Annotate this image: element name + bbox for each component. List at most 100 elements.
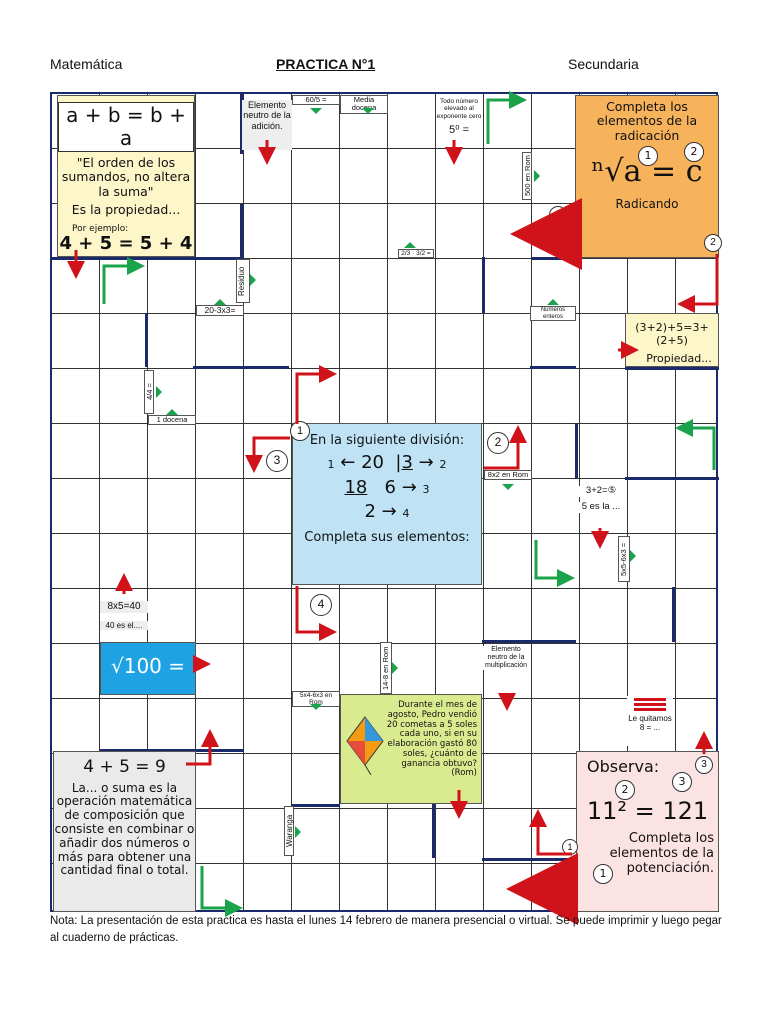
grid-wall <box>432 804 435 858</box>
clue-neutro-adicion: Elemento neutro de la adición. <box>242 100 292 150</box>
division-row-3: 2 → 4 <box>364 501 410 523</box>
conmutativa-prompt: Es la propiedad... <box>71 202 181 218</box>
division-marker-1: 1 <box>327 457 335 471</box>
clue-exponente-cero: Todo número elevado al exponente cero <box>436 98 482 121</box>
conmutativa-example-label: Por ejemplo: <box>72 223 129 234</box>
arrows-layer <box>67 91 719 925</box>
panel-pedro-problema: Durante el mes de agosto, Pedro vendió 2… <box>340 694 482 804</box>
grid-wall <box>100 749 196 751</box>
triangle-down-icon <box>362 108 374 114</box>
potencia-marker-2: 2 <box>615 780 635 800</box>
triangle-up-icon <box>547 299 559 305</box>
clue-cinco-cero: 5⁰ = <box>436 124 482 137</box>
arrow-turn-icon <box>295 586 337 641</box>
arrow-turn-icon <box>186 729 219 766</box>
radicacion-label: Radicando <box>615 196 679 211</box>
grid-wall <box>240 94 243 154</box>
conmutativa-example: 4 + 5 = 5 + 4 <box>59 232 193 254</box>
subject-label: Matemática <box>50 56 123 72</box>
potencia-marker-1: 1 <box>593 864 613 884</box>
clue-fraccion: 2/3 · 3/2 = <box>398 249 434 259</box>
pot-marker-3: 3 <box>695 756 713 774</box>
potencia-title: Observa: <box>587 757 660 776</box>
arrow-green-turn-icon <box>534 540 575 587</box>
clue-60-5: 60/5 = <box>292 95 340 106</box>
triangle-right-icon <box>630 550 636 562</box>
grid-wall <box>240 204 243 259</box>
clue-20-3x3: 20-3x3= <box>196 305 244 317</box>
conmutativa-quote: "El orden de los sumandos, no altera la … <box>61 155 191 199</box>
potencia-text: Completa los elementos de la potenciació… <box>609 830 714 876</box>
clue-3-mas-2: 3+2=⑤ <box>577 485 625 497</box>
triangle-right-icon <box>156 386 162 398</box>
arrow-green-turn-icon <box>200 866 243 917</box>
arrow-turn-icon <box>529 809 572 856</box>
panel-suma: 4 + 5 = 9 La... o suma es la operación m… <box>53 751 196 912</box>
division-marker-2: 2 <box>439 457 447 471</box>
triangle-up-icon <box>166 409 178 415</box>
marker-1: 1 <box>290 421 310 441</box>
pedro-text: Durante el mes de agosto, Pedro vendió 2… <box>386 700 477 779</box>
clue-1-docena: 1 docena <box>148 415 196 426</box>
clue-8x2-rom: 8x2 en Rom <box>484 470 532 481</box>
clue-5-es-la: 5 es la ... <box>577 501 625 513</box>
grid-wall <box>196 749 244 752</box>
grid-wall <box>145 313 148 367</box>
grid-wall <box>292 804 340 807</box>
suma-text: La... o suma es la operación matemática … <box>54 780 195 878</box>
sqrt-text: √100 = <box>110 654 186 678</box>
suma-formula: 4 + 5 = 9 <box>83 757 166 777</box>
clue-media-docena: Media docena <box>340 95 388 114</box>
division-marker-4: 4 <box>402 507 410 521</box>
radicacion-marker-2: 2 <box>684 142 704 162</box>
clue-5x4-6x3-rom: 5x4-6x3 en Rom <box>292 691 340 708</box>
arrow-turn-icon <box>245 436 290 473</box>
triangle-down-icon <box>502 484 514 490</box>
kite-icon <box>346 716 384 775</box>
panel-asociativa: (3+2)+5=3+(2+5) Propiedad... <box>625 313 719 367</box>
panel-raiz-100: √100 = <box>100 642 196 695</box>
potencia-formula: 11² = 121 <box>586 797 709 826</box>
radicacion-title: Completa los elementos de la radicación <box>596 99 698 143</box>
division-dividend: 20 <box>361 451 384 473</box>
grid-wall <box>482 640 576 643</box>
division-product: 18 <box>344 476 368 498</box>
page-title: PRACTICA N°1 <box>276 56 376 72</box>
grid-wall <box>625 477 719 480</box>
triangle-right-icon <box>534 170 540 182</box>
division-remainder: 2 <box>364 501 376 523</box>
marker-2: 2 <box>487 432 509 454</box>
division-row-2: 18 6 → 3 <box>344 476 430 498</box>
triangle-down-icon <box>310 704 322 710</box>
panel-radicacion: Completa los elementos de la radicación … <box>575 95 719 258</box>
division-title: En la siguiente división: <box>309 433 465 448</box>
arrow-green-turn-icon <box>102 257 145 304</box>
conmutativa-formula: a + b = b + a <box>58 102 194 152</box>
grid-wall <box>575 423 578 478</box>
grid-wall <box>193 366 289 369</box>
arrow-green-turn-icon <box>486 91 527 144</box>
triangle-up-icon <box>214 299 226 305</box>
potencia-marker-3: 3 <box>672 772 692 792</box>
marker-4: 4 <box>310 594 332 616</box>
grid-wall <box>52 257 242 260</box>
division-footer: Completa sus elementos: <box>304 530 470 545</box>
triangle-down-icon <box>310 108 322 114</box>
division-row-1: 1 ← 20 |3 → 2 <box>327 451 447 473</box>
grid-wall <box>672 587 675 642</box>
arrow-turn-icon <box>677 254 719 313</box>
asociativa-prompt: Propiedad... <box>646 352 712 366</box>
arrow-turn-icon <box>484 425 527 470</box>
triangle-right-icon <box>250 274 256 286</box>
level-label: Secundaria <box>568 56 639 72</box>
crossword-grid[interactable]: a + b = b + a "El orden de los sumandos,… <box>50 91 722 925</box>
triangle-up-icon <box>404 242 416 248</box>
footer-note: Nota: La presentación de esta practica e… <box>50 915 722 944</box>
rad-marker-2: 2 <box>704 234 722 252</box>
arrow-turn-icon <box>295 365 337 424</box>
clue-40-es-el: 40 es el.... <box>100 621 148 631</box>
triangle-right-icon <box>392 662 398 674</box>
division-marker-3: 3 <box>422 482 430 496</box>
grid-wall <box>530 366 576 369</box>
clue-neutro-multiplicacion: Elemento neutro de la multiplicación <box>482 646 530 671</box>
